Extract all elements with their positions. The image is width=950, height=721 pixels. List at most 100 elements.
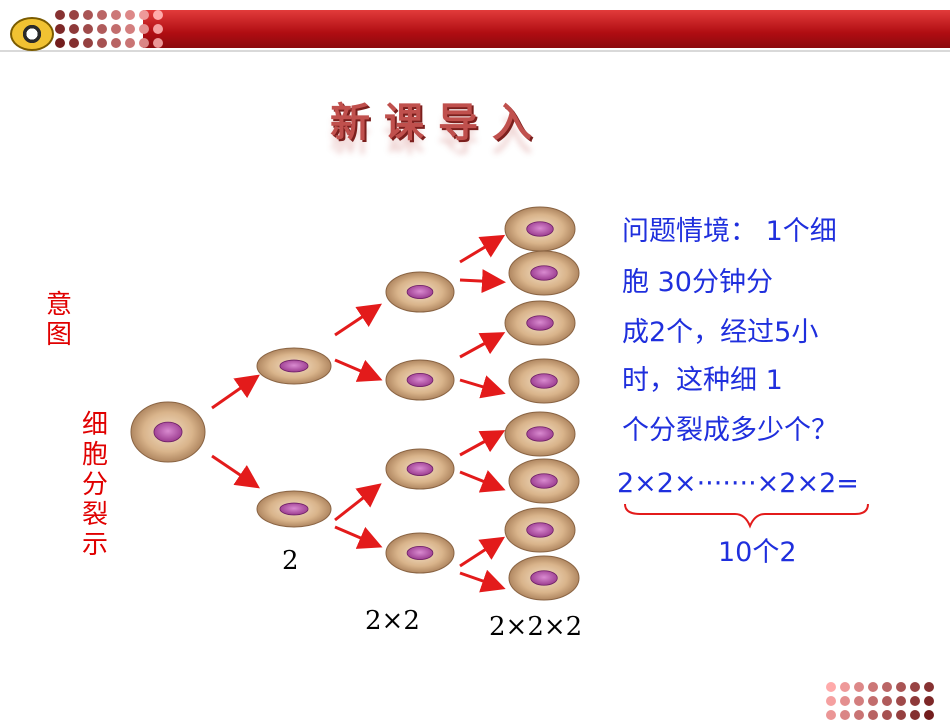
decorative-dot <box>910 682 920 692</box>
level-label-1: 2 <box>282 546 299 576</box>
decorative-dot <box>55 10 65 20</box>
decorative-dot <box>139 24 149 34</box>
cell-nucleus <box>526 426 554 442</box>
cell <box>508 358 580 404</box>
decorative-dot <box>111 38 121 48</box>
division-arrow <box>459 269 506 294</box>
division-arrow <box>459 430 506 457</box>
division-arrow <box>334 358 383 382</box>
decorative-dot <box>153 24 163 34</box>
cell-nucleus <box>526 221 554 237</box>
division-arrow <box>459 234 506 264</box>
cell <box>508 555 580 601</box>
school-logo-icon <box>10 17 54 51</box>
cell-nucleus <box>530 473 558 489</box>
decorative-dot <box>896 696 906 706</box>
division-arrow <box>334 525 383 549</box>
decorative-dot <box>153 38 163 48</box>
decorative-dots-top <box>55 10 164 49</box>
cell <box>504 507 576 553</box>
level-label-3: 2×2×2 <box>489 612 583 642</box>
division-arrow <box>334 303 382 337</box>
decorative-dot <box>97 38 107 48</box>
problem-line-5: 个分裂成多少个？ <box>622 415 838 446</box>
cell-nucleus <box>530 265 558 281</box>
cell <box>385 359 455 401</box>
decorative-dot <box>840 682 850 692</box>
decorative-dot <box>69 10 79 20</box>
cell-nucleus <box>406 284 434 299</box>
problem-line-3: 成2个，经过5小 <box>622 317 819 348</box>
cell <box>385 532 455 574</box>
decorative-dot <box>111 10 121 20</box>
decorative-dot <box>69 24 79 34</box>
division-arrow <box>459 332 506 359</box>
decorative-dot <box>153 10 163 20</box>
division-arrow <box>211 374 260 410</box>
problem-line-1: 问题情境： 1个细 <box>622 216 837 247</box>
level-label-2: 2×2 <box>365 606 420 636</box>
cell-nucleus <box>406 546 434 561</box>
decorative-dot <box>83 38 93 48</box>
problem-line-2: 胞 30分钟分 <box>622 267 773 298</box>
decorative-dot <box>882 696 892 706</box>
cell <box>256 490 332 528</box>
cell <box>385 271 455 313</box>
header-divider <box>0 50 950 52</box>
cell <box>508 458 580 504</box>
decorative-dot <box>111 24 121 34</box>
side-label-bottom: 细胞分裂示 <box>81 410 108 560</box>
formula: 2×2×·······×2×2= <box>617 468 859 499</box>
cell <box>504 300 576 346</box>
decorative-dot <box>868 682 878 692</box>
division-arrow <box>459 375 506 399</box>
decorative-dot <box>97 10 107 20</box>
decorative-dot <box>55 38 65 48</box>
decorative-dot <box>840 696 850 706</box>
decorative-dot <box>896 682 906 692</box>
decorative-dot <box>69 38 79 48</box>
problem-line-4: 时，这种细 1 <box>622 365 783 396</box>
decorative-dot <box>882 682 892 692</box>
decorative-dot <box>55 24 65 34</box>
decorative-dot <box>826 682 836 692</box>
decorative-dot <box>125 24 135 34</box>
decorative-dot <box>139 10 149 20</box>
division-arrow <box>459 569 506 593</box>
page-title: 新课导入 <box>330 100 546 146</box>
decorative-dot <box>83 10 93 20</box>
brace-label: 10个2 <box>718 537 797 568</box>
division-arrow <box>334 483 382 522</box>
side-label-top: 意图 <box>45 290 72 350</box>
division-arrow <box>459 470 506 493</box>
decorative-dot <box>139 38 149 48</box>
cell-nucleus <box>406 461 434 476</box>
cell <box>385 448 455 490</box>
decorative-dot <box>868 696 878 706</box>
decorative-dot <box>910 696 920 706</box>
cell <box>504 411 576 457</box>
cell <box>504 206 576 252</box>
decorative-dot <box>826 696 836 706</box>
decorative-dot <box>924 682 934 692</box>
cell-nucleus <box>530 570 558 586</box>
division-arrow <box>211 454 260 489</box>
cell-nucleus <box>406 372 434 387</box>
decorative-dot <box>97 24 107 34</box>
division-arrow <box>459 536 506 568</box>
cell-nucleus <box>526 522 554 538</box>
decorative-dot <box>125 10 135 20</box>
cell-nucleus <box>530 373 558 389</box>
decorative-dot <box>125 38 135 48</box>
cell-nucleus <box>279 502 309 516</box>
decorative-dot <box>854 696 864 706</box>
cell-nucleus <box>279 359 309 373</box>
decorative-dot <box>924 696 934 706</box>
cell <box>130 401 206 463</box>
cell <box>508 250 580 296</box>
decorative-dot <box>854 682 864 692</box>
header-bar <box>143 10 950 48</box>
cell-nucleus <box>153 421 183 443</box>
